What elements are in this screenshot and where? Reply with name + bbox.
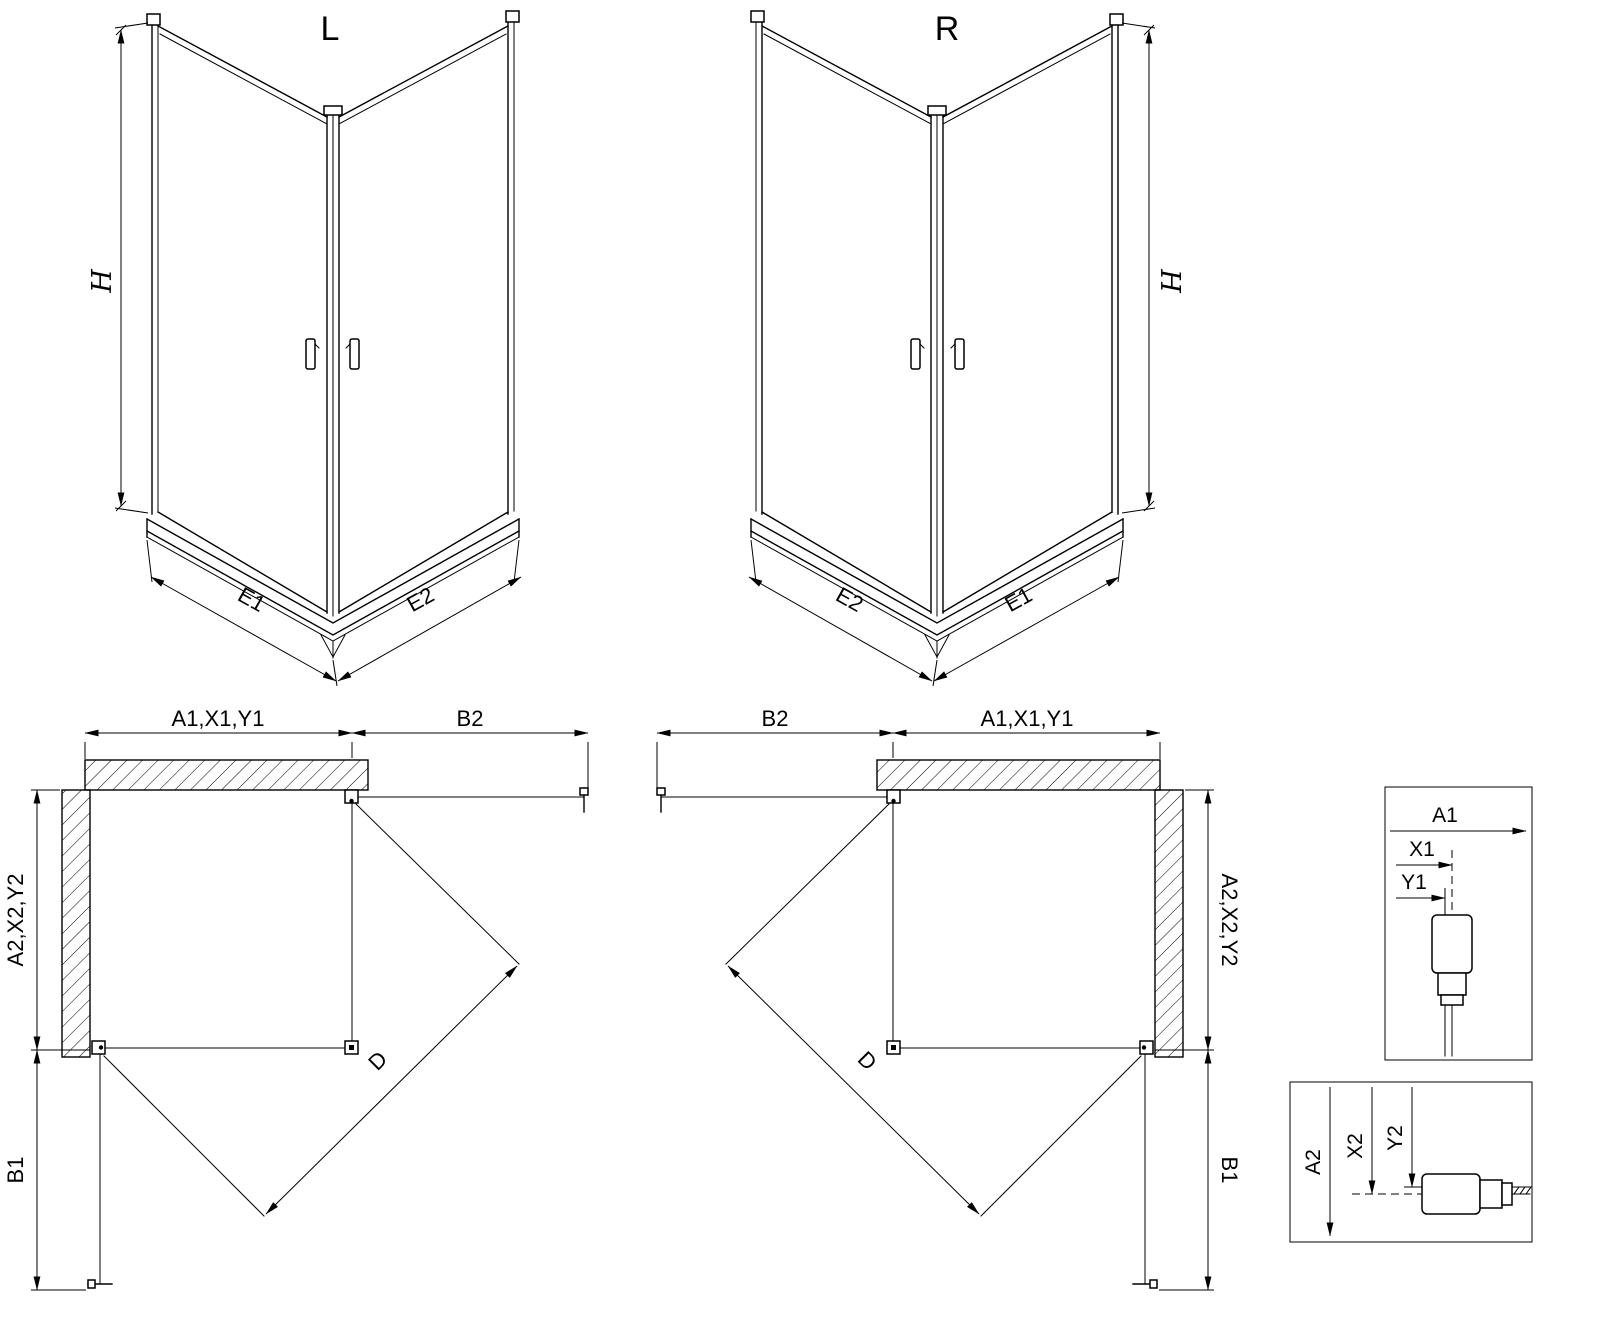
handle-left bbox=[910, 338, 921, 370]
dim-label-b1: B1 bbox=[1217, 1157, 1242, 1184]
dim-label-d: D bbox=[853, 1046, 882, 1075]
dim-label-e2: E2 bbox=[403, 582, 439, 617]
handle-left bbox=[305, 338, 316, 370]
view-label-right: R bbox=[935, 10, 960, 48]
wall-profile-section bbox=[1431, 914, 1473, 1057]
dim-label-x1: X1 bbox=[1409, 838, 1435, 861]
wall-top bbox=[84, 759, 369, 791]
door2-pivot bbox=[1139, 1040, 1154, 1055]
dim-label-h: H bbox=[87, 269, 118, 294]
handle-right bbox=[349, 338, 360, 370]
diagonal-dimension: D bbox=[727, 965, 980, 1215]
detail-frame bbox=[1289, 1081, 1533, 1243]
door1-open bbox=[344, 787, 589, 965]
door1-open bbox=[656, 787, 901, 965]
wall-bracket bbox=[1109, 13, 1124, 26]
top-dimensions: A1,X1,Y1 B2 bbox=[84, 706, 589, 788]
post-cap bbox=[927, 105, 947, 116]
wall-bracket bbox=[750, 10, 765, 23]
dim-label-b1: B1 bbox=[3, 1157, 28, 1184]
dim-label-y1: Y1 bbox=[1401, 871, 1427, 894]
plan-view-right: B2 A1,X1,Y1 bbox=[656, 706, 1242, 1291]
wall-profile-left bbox=[146, 13, 161, 515]
dim-label-a1x1y1: A1,X1,Y1 bbox=[981, 706, 1074, 731]
wall-profile-detail-vertical: A2 X2 Y2 bbox=[1289, 1081, 1533, 1243]
wall-profile-right bbox=[505, 10, 520, 515]
wall-profile-left bbox=[750, 10, 765, 515]
door2-open bbox=[980, 1040, 1158, 1289]
dim-label-e1: E1 bbox=[1001, 582, 1037, 617]
side-dimensions: A2,X2,Y2 B1 bbox=[1155, 789, 1242, 1291]
corner-post-plan bbox=[886, 1040, 901, 1055]
door-handles bbox=[305, 338, 360, 370]
wall-left bbox=[61, 789, 91, 1058]
wall-right bbox=[1154, 789, 1184, 1058]
dim-label-b2: B2 bbox=[457, 706, 484, 731]
height-dimension: H bbox=[87, 22, 149, 514]
dim-label-e1: E1 bbox=[234, 582, 270, 617]
doors-closed bbox=[892, 801, 1151, 1049]
dim-label-y2: Y2 bbox=[1384, 1125, 1407, 1151]
wall-top bbox=[876, 759, 1161, 791]
corner-post-plan bbox=[344, 1040, 359, 1055]
corner-post bbox=[927, 105, 947, 617]
post-cap bbox=[323, 105, 343, 116]
handle-right bbox=[954, 338, 965, 370]
perspective-view-left: L bbox=[87, 10, 522, 687]
right-door-panel bbox=[942, 25, 1113, 613]
wall-profile-right bbox=[1109, 13, 1124, 515]
dim-label-e2: E2 bbox=[832, 582, 868, 617]
wall-bracket bbox=[146, 13, 161, 26]
right-door-panel bbox=[338, 25, 509, 613]
detail-frame bbox=[1384, 786, 1533, 1061]
perspective-view-right: R bbox=[748, 10, 1185, 687]
door2-open bbox=[87, 1040, 265, 1289]
dim-label-b2: B2 bbox=[762, 706, 789, 731]
wall-profile-detail-horizontal: A1 X1 Y1 bbox=[1384, 786, 1533, 1061]
door-handles bbox=[910, 338, 965, 370]
dim-label-a2x2y2: A2,X2,Y2 bbox=[1217, 874, 1242, 967]
left-door-panel bbox=[157, 25, 328, 613]
view-label-left: L bbox=[321, 10, 340, 48]
dim-label-a2: A2 bbox=[1302, 1149, 1325, 1175]
height-dimension: H bbox=[1121, 22, 1185, 514]
door2-pivot bbox=[91, 1040, 106, 1055]
dim-label-x2: X2 bbox=[1344, 1133, 1367, 1159]
dim-label-a1x1y1: A1,X1,Y1 bbox=[172, 706, 265, 731]
dim-label-a1: A1 bbox=[1432, 804, 1458, 827]
base-left-dimension: E2 bbox=[748, 539, 938, 687]
plan-view-left: A1,X1,Y1 B2 bbox=[3, 706, 589, 1291]
diagonal-dimension: D bbox=[265, 965, 518, 1215]
corner-post bbox=[323, 105, 343, 617]
dim-label-d: D bbox=[363, 1046, 392, 1075]
dim-label-h: H bbox=[1154, 268, 1185, 293]
wall-bracket bbox=[505, 10, 520, 23]
top-dimensions: B2 A1,X1,Y1 bbox=[656, 706, 1161, 788]
doors-closed bbox=[94, 801, 353, 1049]
base-right-dimension: E2 bbox=[337, 539, 522, 682]
wall-profile-section bbox=[1421, 1173, 1532, 1215]
left-door-panel bbox=[761, 25, 932, 613]
side-dimensions: A2,X2,Y2 B1 bbox=[3, 789, 90, 1291]
dim-label-a2x2y2: A2,X2,Y2 bbox=[3, 874, 28, 967]
